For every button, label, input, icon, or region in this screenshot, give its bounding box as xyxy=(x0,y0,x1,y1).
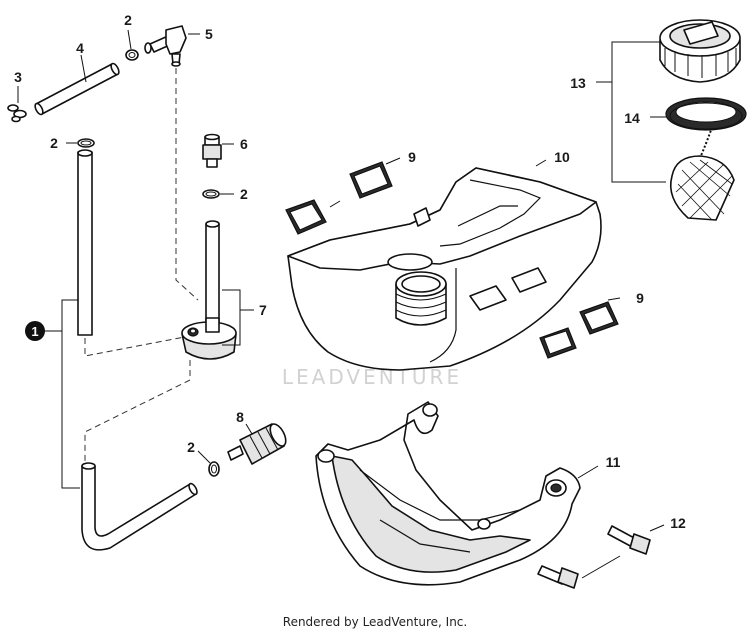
part-gasket-14[interactable] xyxy=(665,97,747,131)
leader-8 xyxy=(245,423,253,435)
part-fuel-line-curved[interactable] xyxy=(81,462,199,551)
part-fuel-line-long[interactable] xyxy=(77,149,93,336)
callout-5: 5 xyxy=(205,26,213,42)
leader-2-bottom xyxy=(197,450,211,464)
part-fuel-cap-13[interactable] xyxy=(659,19,741,221)
dash-grommet-to-hose xyxy=(84,360,191,462)
callout-7: 7 xyxy=(259,302,267,318)
part-fuel-filter-8[interactable] xyxy=(227,422,289,465)
callout-11: 11 xyxy=(606,454,621,470)
part-o-ring-2-bottom[interactable] xyxy=(208,461,220,477)
leader-9-top-b xyxy=(385,157,401,165)
bracket-13 xyxy=(611,41,666,183)
callout-2-mid: 2 xyxy=(240,186,248,202)
part-cushion-9-bottom[interactable] xyxy=(539,301,619,359)
bracket-7 xyxy=(222,289,241,346)
part-o-ring-2-left[interactable] xyxy=(77,138,95,148)
part-tank-bracket-11[interactable] xyxy=(315,401,581,586)
part-pickup-grommet-7[interactable] xyxy=(181,220,237,360)
callout-2-left: 2 xyxy=(50,135,58,151)
callout-3: 3 xyxy=(14,69,22,85)
leader-12a xyxy=(649,524,665,532)
part-clip-3[interactable] xyxy=(7,104,27,123)
dash-elbow-to-pickup xyxy=(175,68,199,301)
leader-12b xyxy=(581,555,621,579)
leader-11 xyxy=(577,465,599,479)
callout-14: 14 xyxy=(624,110,640,126)
callout-6: 6 xyxy=(240,136,248,152)
callout-12: 12 xyxy=(670,515,686,531)
footer-credit: Rendered by LeadVenture, Inc. xyxy=(283,615,467,629)
callout-13: 13 xyxy=(570,75,586,91)
part-fitting-6[interactable] xyxy=(202,133,222,168)
leader-9-bottom xyxy=(607,297,621,301)
callout-1: 1 xyxy=(31,324,38,339)
part-fuel-tank-10[interactable] xyxy=(287,167,602,371)
dash-line-to-grommet xyxy=(84,335,191,357)
callout-4: 4 xyxy=(76,40,84,56)
leader-9-top-a xyxy=(329,200,341,208)
part-tube-4[interactable] xyxy=(34,62,121,116)
callout-2-bottom: 2 xyxy=(187,439,195,455)
part-o-ring-2-mid[interactable] xyxy=(202,189,220,199)
leader-4 xyxy=(80,54,87,83)
leader-10 xyxy=(535,159,547,167)
part-o-ring-2-top[interactable] xyxy=(125,49,139,61)
callout-9-top: 9 xyxy=(408,149,416,165)
callout-2-top: 2 xyxy=(124,12,132,28)
callout-10: 10 xyxy=(554,149,570,165)
leader-2-top xyxy=(127,29,132,50)
callout-8: 8 xyxy=(236,409,244,425)
callout-9-bottom: 9 xyxy=(636,290,644,306)
bracket-1 xyxy=(61,299,80,489)
part-screws-12[interactable] xyxy=(537,525,651,589)
callout-1-badge: 1 xyxy=(25,321,45,341)
part-elbow-fitting-5[interactable] xyxy=(144,25,187,67)
part-cushion-9-top[interactable] xyxy=(285,161,393,235)
watermark-text: LEADVENTURE xyxy=(282,365,462,389)
